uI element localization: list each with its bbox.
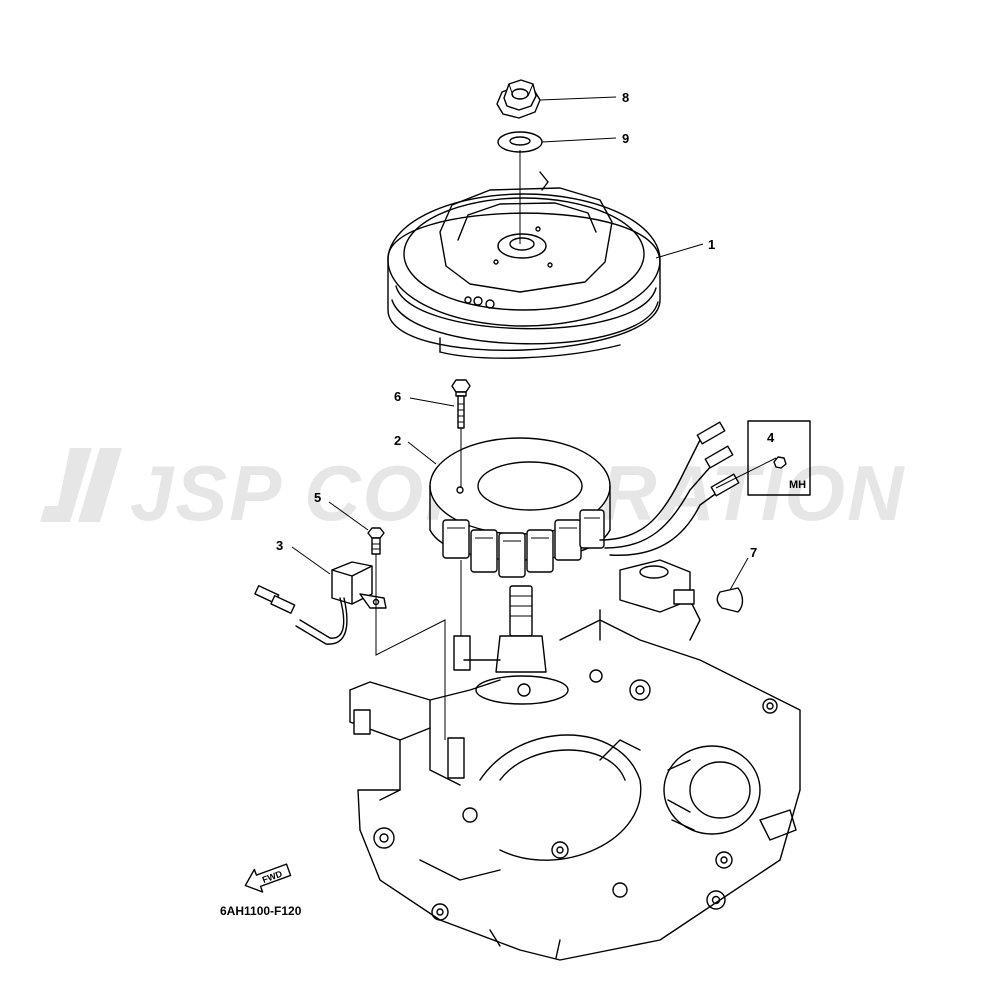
callout-8[interactable]: 8 <box>622 90 629 105</box>
callout-6[interactable]: 6 <box>394 389 401 404</box>
washer-part-9[interactable] <box>497 131 543 153</box>
assembly-guide-lines <box>375 150 521 740</box>
flywheel-magneto-part-1[interactable] <box>387 171 661 359</box>
stator-coil-part-2[interactable] <box>429 421 740 578</box>
pulser-coil-part-3[interactable] <box>254 561 387 645</box>
callout-labels: 8 9 1 6 2 4 5 3 7 <box>276 90 775 560</box>
callout-9[interactable]: 9 <box>622 131 629 146</box>
callout-7[interactable]: 7 <box>750 545 757 560</box>
fwd-direction-arrow: FWD <box>244 863 292 893</box>
bolt-part-6[interactable] <box>451 379 471 429</box>
woodruff-key-part-7[interactable] <box>716 587 744 613</box>
inset-code: MH <box>789 479 806 491</box>
callout-5[interactable]: 5 <box>314 490 321 505</box>
callout-2[interactable]: 2 <box>394 433 401 448</box>
callout-3[interactable]: 3 <box>276 538 283 553</box>
callout-4[interactable]: 4 <box>767 430 775 445</box>
crankcase-assembly <box>349 559 801 961</box>
diagram-code: 6AH1100-F120 <box>220 904 302 918</box>
mh-inset-box: MH <box>747 420 811 496</box>
callout-leader-lines <box>291 96 777 591</box>
screw-part-5[interactable] <box>367 527 385 555</box>
flange-nut-part-8[interactable] <box>496 79 541 119</box>
screw-part-4[interactable] <box>773 456 787 469</box>
callout-1[interactable]: 1 <box>708 237 715 252</box>
